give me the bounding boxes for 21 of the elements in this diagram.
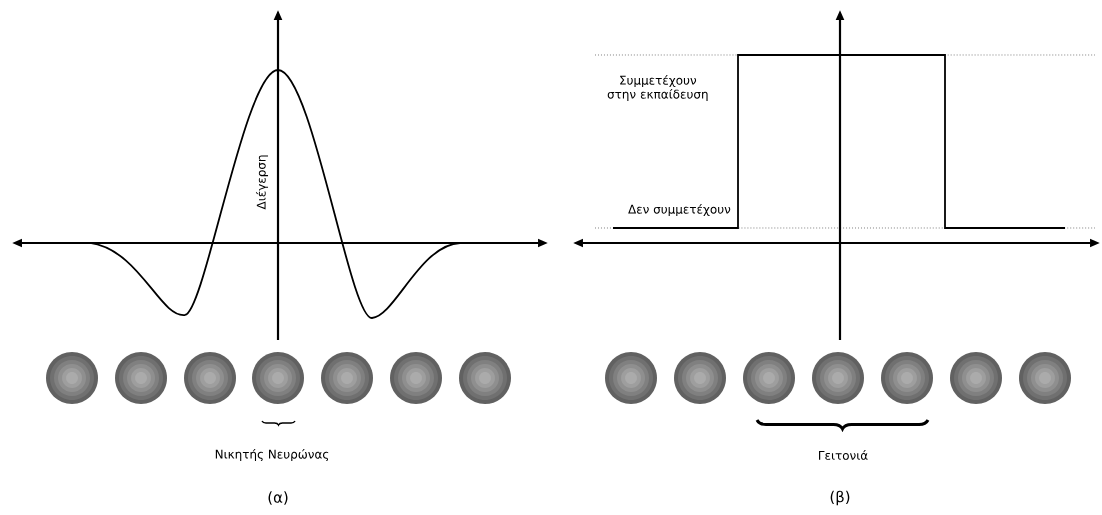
axis-label: Διέγερση — [256, 155, 269, 210]
neuron-ball — [950, 352, 1002, 404]
neuron-ball — [390, 352, 442, 404]
neuron-ball — [743, 352, 795, 404]
neuron-ball — [674, 352, 726, 404]
neuron-ball — [184, 352, 236, 404]
neuron-ball — [1019, 352, 1071, 404]
panel-label: (β) — [830, 490, 850, 506]
neuron-ball — [115, 352, 167, 404]
level-label: Συμμετέχουν στην εκπαίδευση — [607, 75, 708, 101]
caption-label: Νικητής Νευρώνας — [215, 448, 329, 462]
neuron-ball — [252, 352, 304, 404]
neuron-ball — [881, 352, 933, 404]
neuron-ball — [321, 352, 373, 404]
caption-label: Γειτονιά — [819, 450, 868, 460]
level-label: Δεν συμμετέχουν — [628, 203, 731, 216]
neuron-ball — [46, 352, 98, 404]
neuron-ball — [812, 352, 864, 404]
neuron-ball — [605, 352, 657, 404]
panel-label: (α) — [268, 491, 288, 505]
neuron-ball — [459, 352, 511, 404]
